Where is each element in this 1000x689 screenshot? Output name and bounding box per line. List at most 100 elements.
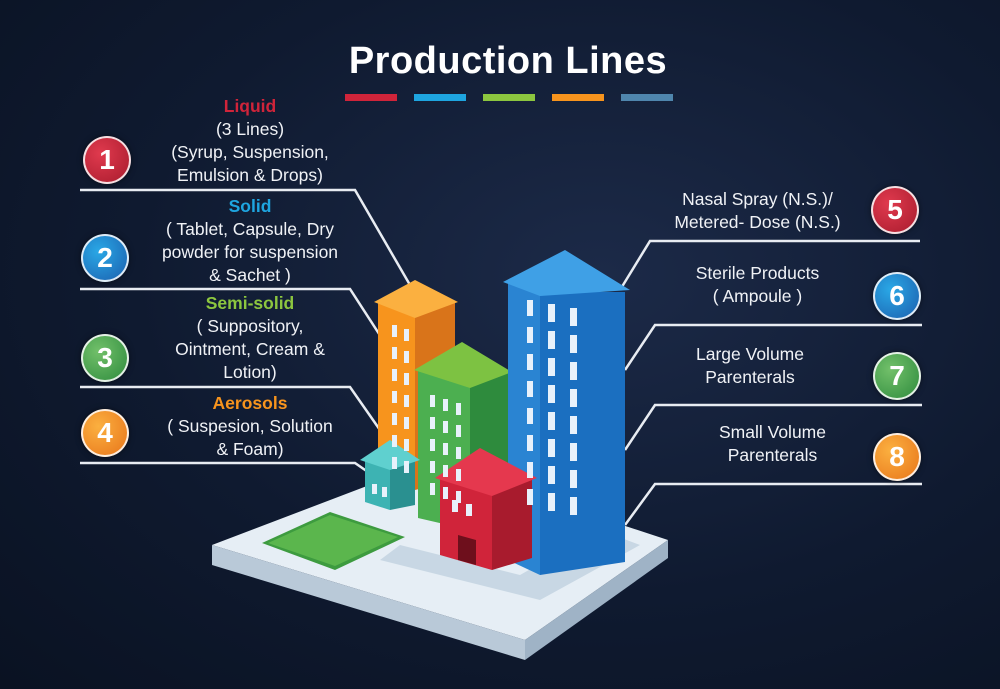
number-badge-5: 5	[871, 186, 919, 234]
window	[548, 439, 555, 457]
window	[570, 389, 577, 407]
window	[382, 487, 387, 497]
number-badge-6: 6	[873, 272, 921, 320]
small-volume-block: Small Volume Parenterals	[655, 421, 890, 467]
semi-solid-line: Lotion)	[223, 362, 277, 382]
window	[430, 395, 435, 407]
solid-line: ( Tablet, Capsule, Dry	[166, 219, 334, 239]
window	[430, 417, 435, 429]
semi-solid-block: Semi-solid ( Suppository, Ointment, Crea…	[120, 292, 380, 384]
window	[527, 408, 533, 424]
liquid-line: Emulsion & Drops)	[177, 165, 323, 185]
window	[456, 469, 461, 481]
window	[527, 435, 533, 451]
window	[527, 381, 533, 397]
window	[548, 412, 555, 430]
window	[548, 466, 555, 484]
window	[570, 308, 577, 326]
window	[466, 504, 472, 516]
window	[570, 335, 577, 353]
window	[404, 461, 409, 473]
window	[452, 500, 458, 512]
window	[443, 465, 448, 477]
number-badge-8: 8	[873, 433, 921, 481]
color-bar-red	[345, 94, 397, 101]
aerosols-block: Aerosols ( Suspesion, Solution & Foam)	[120, 392, 380, 461]
semi-solid-heading: Semi-solid	[205, 293, 295, 313]
window	[548, 493, 555, 511]
window	[392, 413, 397, 425]
window	[527, 354, 533, 370]
window	[392, 347, 397, 359]
window	[443, 399, 448, 411]
window	[443, 421, 448, 433]
window	[392, 369, 397, 381]
aerosols-line: & Foam)	[216, 439, 284, 459]
number-badge-4: 4	[81, 409, 129, 457]
window	[527, 300, 533, 316]
window	[404, 351, 409, 363]
window	[527, 462, 533, 478]
window	[404, 329, 409, 341]
sterile-line: Sterile Products	[695, 263, 820, 283]
number-badge-7: 7	[873, 352, 921, 400]
window	[430, 439, 435, 451]
window	[372, 484, 377, 494]
window	[430, 461, 435, 473]
large-volume-line: Parenterals	[705, 367, 795, 387]
large-volume-block: Large Volume Parenterals	[650, 343, 850, 389]
window	[570, 470, 577, 488]
window	[404, 373, 409, 385]
liquid-line: (Syrup, Suspension,	[171, 142, 329, 162]
window	[443, 487, 448, 499]
sterile-line: ( Ampoule )	[712, 286, 803, 306]
leader-lines	[80, 188, 922, 526]
liquid-line: (3 Lines)	[215, 119, 285, 139]
window	[456, 491, 461, 503]
window	[570, 416, 577, 434]
window	[392, 391, 397, 403]
semi-solid-line: ( Suppository,	[196, 316, 304, 336]
window	[548, 331, 555, 349]
number-badge-2: 2	[81, 234, 129, 282]
large-volume-line: Large Volume	[696, 344, 804, 364]
sterile-products-block: Sterile Products ( Ampoule )	[650, 262, 865, 308]
window	[456, 403, 461, 415]
nasal-spray-block: Nasal Spray (N.S.)/ Metered- Dose (N.S.)	[640, 188, 875, 234]
window	[392, 435, 397, 447]
page-title: Production Lines	[348, 40, 668, 82]
number-badge-1: 1	[83, 136, 131, 184]
window	[392, 325, 397, 337]
solid-block: Solid ( Tablet, Capsule, Dry powder for …	[120, 195, 380, 287]
window	[430, 483, 435, 495]
small-volume-line: Small Volume	[719, 422, 826, 442]
color-bar-steel	[621, 94, 673, 101]
window	[404, 439, 409, 451]
nasal-line: Metered- Dose (N.S.)	[674, 212, 841, 232]
window	[456, 425, 461, 437]
small-volume-line: Parenterals	[727, 445, 818, 465]
nasal-line: Nasal Spray (N.S.)/	[682, 189, 833, 209]
solid-line: powder for suspension	[161, 242, 339, 262]
window	[548, 358, 555, 376]
window	[443, 443, 448, 455]
liquid-block: Liquid (3 Lines) (Syrup, Suspension, Emu…	[120, 95, 380, 187]
color-bar-green	[483, 94, 535, 101]
liquid-heading: Liquid	[223, 96, 277, 116]
aerosols-line: ( Suspesion, Solution	[167, 416, 333, 436]
window	[570, 362, 577, 380]
color-bar-blue	[414, 94, 466, 101]
window	[527, 489, 533, 505]
window	[548, 385, 555, 403]
solid-line: & Sachet )	[209, 265, 291, 285]
window	[570, 443, 577, 461]
aerosols-heading: Aerosols	[212, 393, 288, 413]
window	[404, 417, 409, 429]
window	[527, 327, 533, 343]
window	[392, 457, 397, 469]
window	[456, 447, 461, 459]
color-bar-orange	[552, 94, 604, 101]
window	[570, 497, 577, 515]
window	[548, 304, 555, 322]
